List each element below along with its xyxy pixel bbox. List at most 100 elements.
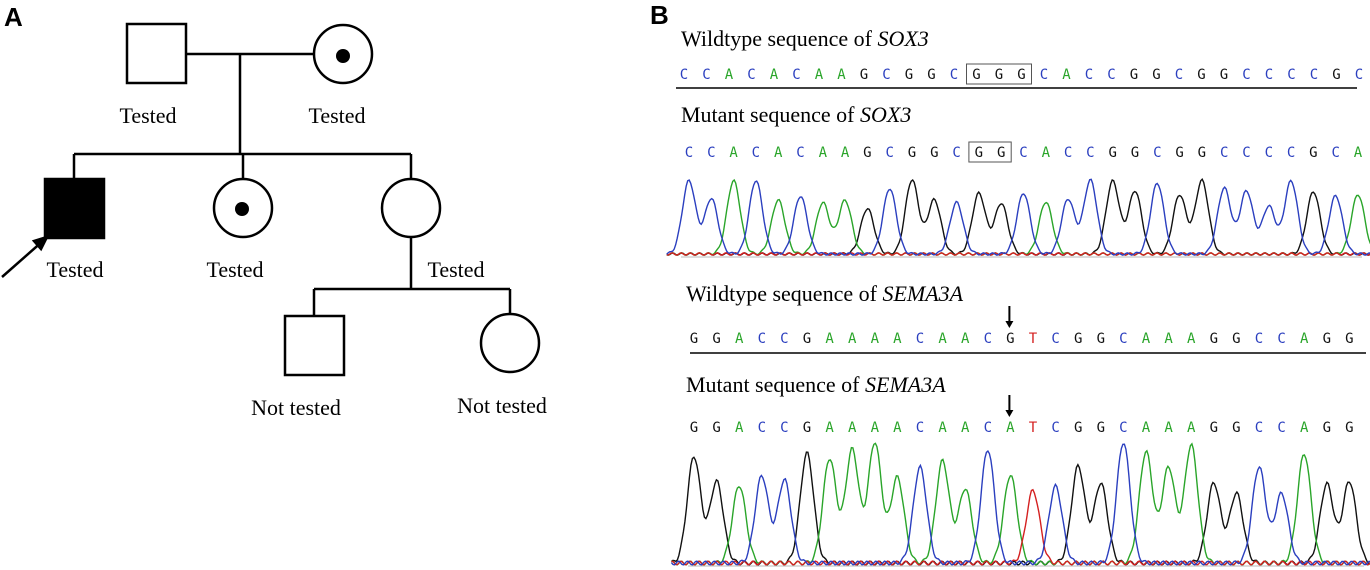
base-letter: G xyxy=(1108,145,1116,161)
base-letter: C xyxy=(1085,67,1093,83)
sema3a-mut-variant-arrow xyxy=(1005,395,1014,417)
base-letter: A xyxy=(825,331,834,347)
father-label: Tested xyxy=(119,103,176,128)
proband-arrow xyxy=(1,234,50,278)
base-letter: G xyxy=(972,67,980,83)
base-letter: C xyxy=(916,420,924,436)
base-letter: C xyxy=(747,67,755,83)
base-letter: G xyxy=(1210,331,1218,347)
base-letter: G xyxy=(1232,331,1240,347)
proband-label: Tested xyxy=(46,257,103,282)
base-letter: A xyxy=(893,331,902,347)
sox3-mut-codon-box xyxy=(968,141,1012,163)
base-letter: G xyxy=(1332,67,1340,83)
base-letter: G xyxy=(1232,420,1240,436)
pedigree-panel: A Tested Tested xyxy=(1,2,547,420)
base-letter: A xyxy=(1142,331,1151,347)
base-letter: G xyxy=(860,67,868,83)
base-letter: C xyxy=(1287,67,1295,83)
sister-carrier-label: Tested xyxy=(206,257,263,282)
base-letter: G xyxy=(927,67,935,83)
base-letter: A xyxy=(938,420,947,436)
base-letter: C xyxy=(1331,145,1339,161)
base-letter: T xyxy=(1029,331,1038,347)
base-letter: C xyxy=(984,420,992,436)
base-letter: A xyxy=(735,420,744,436)
base-letter: A xyxy=(1164,420,1173,436)
base-letter: C xyxy=(885,145,893,161)
trace-a xyxy=(666,178,1370,256)
base-letter: C xyxy=(1242,67,1250,83)
base-letter: A xyxy=(1164,331,1173,347)
base-letter: G xyxy=(905,67,913,83)
base-letter: G xyxy=(1097,331,1105,347)
base-letter: G xyxy=(1130,67,1138,83)
base-letter: C xyxy=(792,67,800,83)
base-letter: C xyxy=(1265,145,1273,161)
base-letter: A xyxy=(819,145,828,161)
proband-affected-square xyxy=(43,177,106,240)
father-square xyxy=(125,22,188,85)
sister-circle xyxy=(380,177,442,239)
base-letter: A xyxy=(825,420,834,436)
sox3-wildtype-title: Wildtype sequence of SOX3 xyxy=(681,26,929,51)
base-letter: A xyxy=(841,145,850,161)
base-letter: C xyxy=(1287,145,1295,161)
base-letter: G xyxy=(803,420,811,436)
base-letter: C xyxy=(1265,67,1273,83)
base-letter: C xyxy=(950,67,958,83)
base-letter: A xyxy=(837,67,846,83)
base-letter: G xyxy=(1006,331,1014,347)
base-letter: C xyxy=(882,67,890,83)
base-letter: G xyxy=(1017,67,1025,83)
base-letter: C xyxy=(752,145,760,161)
base-letter: C xyxy=(916,331,924,347)
pedigree-lines xyxy=(72,52,512,316)
base-letter: G xyxy=(1152,67,1160,83)
base-letter: C xyxy=(685,145,693,161)
base-letter: G xyxy=(1345,331,1353,347)
base-letter: A xyxy=(1042,145,1051,161)
base-letter: G xyxy=(690,420,698,436)
mother-carrier-dot xyxy=(336,49,350,63)
base-letter: C xyxy=(1255,420,1263,436)
sox3-wt-codon-box xyxy=(966,63,1032,85)
base-letter: G xyxy=(975,145,983,161)
base-letter: A xyxy=(729,145,738,161)
base-letter: A xyxy=(774,145,783,161)
base-letter: A xyxy=(1142,420,1151,436)
base-letter: A xyxy=(735,331,744,347)
base-letter: A xyxy=(848,420,857,436)
sema3a-wildtype-title: Wildtype sequence of SEMA3A xyxy=(686,281,964,306)
base-letter: C xyxy=(1086,145,1094,161)
base-letter: C xyxy=(1277,420,1285,436)
base-letter: C xyxy=(758,420,766,436)
base-letter: G xyxy=(1220,67,1228,83)
base-letter: G xyxy=(712,420,720,436)
base-letter: T xyxy=(1029,420,1038,436)
base-letter: C xyxy=(1051,331,1059,347)
base-letter: C xyxy=(680,67,688,83)
base-letter: G xyxy=(803,331,811,347)
base-letter: C xyxy=(1119,331,1127,347)
base-letter: A xyxy=(893,420,902,436)
base-letter: G xyxy=(1097,420,1105,436)
base-letter: A xyxy=(725,67,734,83)
base-letter: G xyxy=(1074,331,1082,347)
base-letter: G xyxy=(1197,67,1205,83)
base-letter: C xyxy=(702,67,710,83)
base-letter: A xyxy=(815,67,824,83)
base-letter: A xyxy=(1062,67,1071,83)
base-letter: G xyxy=(995,67,1003,83)
niece-label: Not tested xyxy=(457,393,547,418)
base-letter: C xyxy=(1064,145,1072,161)
base-letter: G xyxy=(908,145,916,161)
base-letter: C xyxy=(780,420,788,436)
base-letter: A xyxy=(961,420,970,436)
base-letter: C xyxy=(796,145,804,161)
base-letter: G xyxy=(690,331,698,347)
sema3a-wt-variant-arrow xyxy=(1005,306,1014,328)
base-letter: G xyxy=(1175,145,1183,161)
